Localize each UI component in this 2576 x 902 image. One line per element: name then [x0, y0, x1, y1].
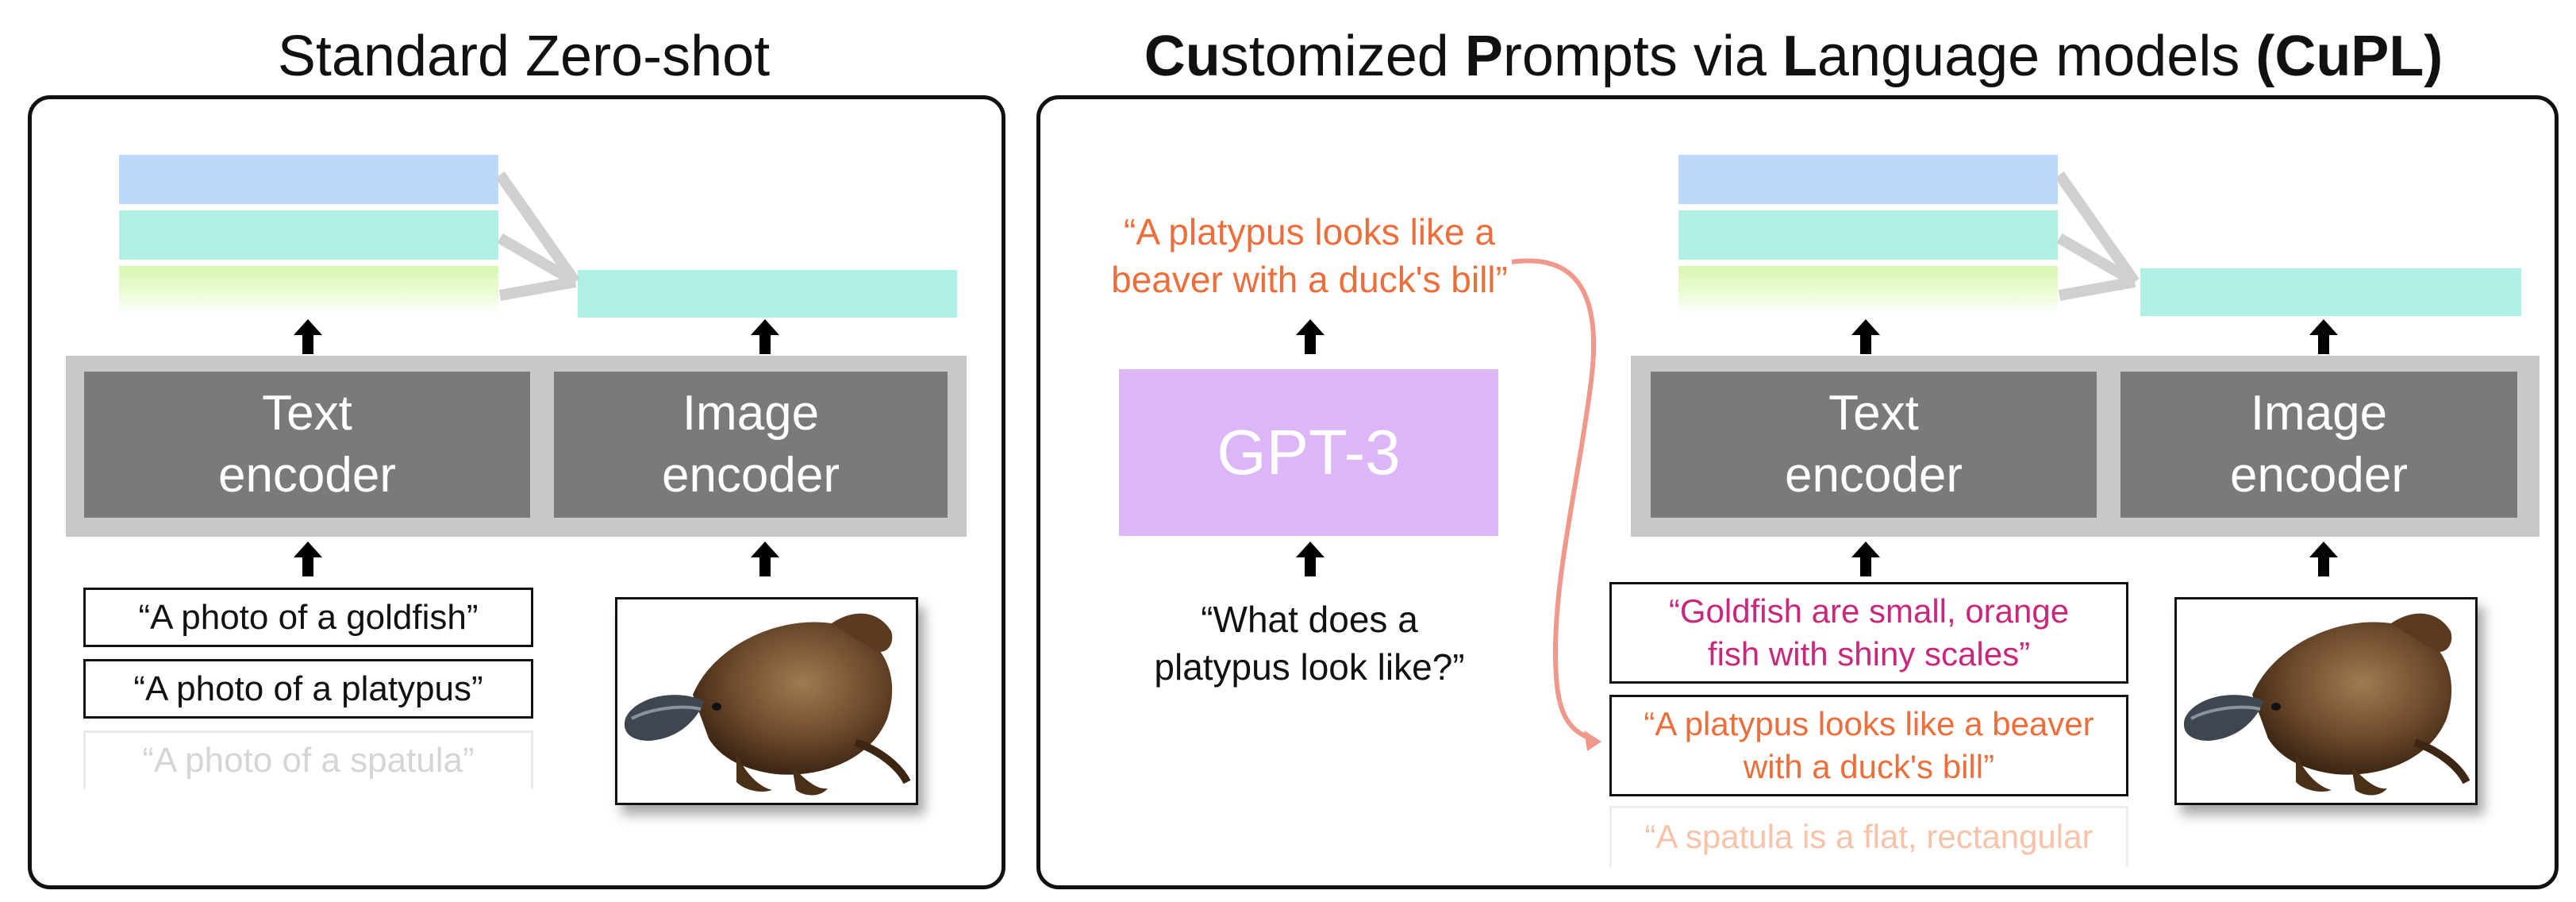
up-arrow-icon — [294, 542, 322, 576]
question-line1: “What does a — [1201, 599, 1418, 640]
generated-prompt-line1: “Goldfish are small, orange — [1668, 592, 2070, 630]
right-title: Customized Prompts via Language models (… — [1040, 24, 2547, 89]
gpt3-model: GPT-3 — [1119, 369, 1498, 536]
text-embedding-green — [119, 266, 498, 315]
up-arrow-icon — [2309, 542, 2338, 576]
generated-prompt-line1: “A platypus looks like a beaver — [1644, 705, 2094, 742]
prompt-box-faded: “A photo of a spatula” — [83, 730, 533, 790]
gpt-output-text: “A platypus looks like a beaver with a d… — [1055, 208, 1563, 303]
text-encoder: Text encoder — [84, 372, 530, 518]
text-embedding-blue — [1678, 155, 2058, 204]
image-encoder-line1: Image — [2250, 386, 2388, 441]
question-line2: platypus look like?” — [1154, 646, 1465, 688]
platypus-image — [2174, 597, 2478, 805]
up-arrow-icon — [1851, 542, 1880, 576]
up-arrow-icon — [1296, 542, 1325, 576]
text-embedding-teal — [119, 210, 498, 260]
right-title-part: (CuPL) — [2255, 25, 2443, 88]
up-arrow-icon — [2309, 319, 2338, 354]
up-arrow-icon — [751, 542, 779, 576]
merge-arrow-icon — [495, 171, 580, 301]
right-title-part: Cu — [1144, 25, 1221, 88]
connector-arrow-icon — [1511, 258, 1601, 751]
image-embedding — [2140, 268, 2521, 316]
text-encoder-line1: Text — [1828, 386, 1919, 441]
text-embedding-blue — [119, 155, 498, 204]
up-arrow-icon — [1296, 319, 1325, 354]
merge-arrow-icon — [2055, 171, 2140, 301]
right-title-part: anguage models — [1817, 25, 2256, 88]
image-encoder: Image encoder — [2120, 372, 2517, 518]
platypus-image — [615, 597, 918, 805]
prompt-box: “A photo of a goldfish” — [83, 588, 533, 647]
question-text: “What does a platypus look like?” — [1087, 596, 1532, 691]
generated-prompt-line2: with a duck's bill” — [1743, 748, 1995, 785]
text-encoder-line1: Text — [262, 386, 352, 441]
left-title: Standard Zero-shot — [277, 25, 771, 88]
text-encoder: Text encoder — [1651, 372, 2097, 518]
image-embedding — [578, 270, 957, 318]
gpt-output-line2: beaver with a duck's bill” — [1111, 259, 1508, 300]
image-encoder-line2: encoder — [2229, 448, 2409, 503]
gpt-output-line1: “A platypus looks like a — [1124, 211, 1495, 252]
right-title-part: stomized — [1220, 25, 1465, 88]
generated-prompt-box: “Goldfish are small, orange fish with sh… — [1609, 582, 2128, 684]
right-title-part: L — [1782, 25, 1817, 88]
generated-prompt-line1: “A spatula is a flat, rectangular — [1644, 818, 2093, 855]
text-embedding-teal — [1678, 210, 2058, 260]
up-arrow-icon — [1851, 319, 1880, 354]
image-encoder-line1: Image — [682, 386, 820, 441]
image-encoder: Image encoder — [554, 372, 948, 518]
right-title-part: rompts via — [1502, 25, 1782, 88]
generated-prompt-box-faded: “A spatula is a flat, rectangular — [1609, 806, 2128, 868]
right-title-part: P — [1464, 25, 1503, 88]
generated-prompt-line2: fish with shiny scales” — [1707, 635, 2031, 673]
up-arrow-icon — [294, 319, 322, 354]
text-embedding-green — [1678, 266, 2058, 315]
prompt-box: “A photo of a platypus” — [83, 659, 533, 719]
text-encoder-line2: encoder — [217, 448, 397, 503]
text-encoder-line2: encoder — [1784, 448, 1963, 503]
image-encoder-line2: encoder — [661, 448, 840, 503]
up-arrow-icon — [751, 319, 779, 354]
generated-prompt-box: “A platypus looks like a beaver with a d… — [1609, 695, 2128, 796]
